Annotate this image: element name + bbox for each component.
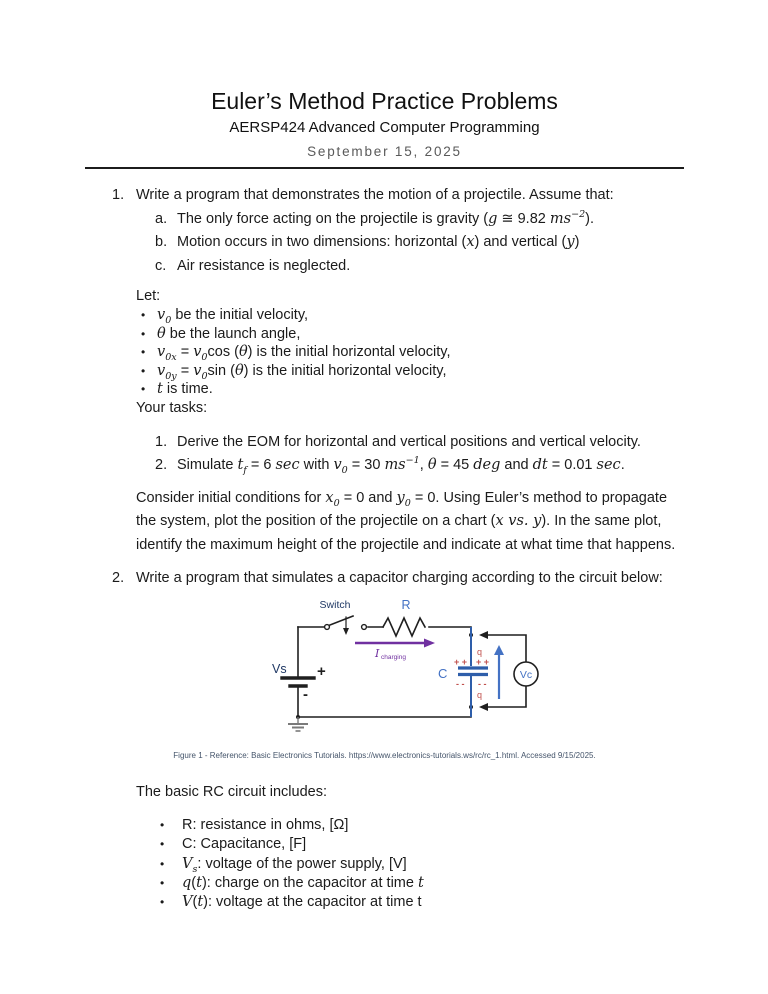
rc-item: • C: Capacitance, [F]: [85, 835, 684, 854]
let-item: • t is time.: [85, 380, 684, 399]
tasks-list: 1. Derive the EOM for horizontal and ver…: [85, 431, 684, 478]
current-label: I: [374, 647, 380, 660]
bullet-glyph: •: [160, 875, 165, 890]
task-1: 1. Derive the EOM for horizontal and ver…: [85, 431, 684, 455]
rc-components-list: • R: resistance in ohms, [Ω] • C: Capaci…: [85, 816, 684, 912]
let-item-text: θ be the launch angle,: [157, 325, 301, 342]
current-sub-label: charging: [381, 654, 406, 661]
assumption-b: b. Motion occurs in two dimensions: hori…: [85, 231, 684, 255]
list-letter: b.: [155, 234, 168, 251]
charge-bottom-label: q: [477, 690, 482, 700]
list-number: 1.: [112, 187, 125, 204]
doc-date: September 15, 2025: [307, 144, 462, 160]
tasks-label: Your tasks:: [136, 400, 208, 416]
rc-item: • Vs: voltage of the power supply, [V]: [85, 855, 684, 874]
let-label: Let:: [136, 288, 161, 305]
resistor-label: R: [401, 598, 410, 612]
doc-title: Euler’s Method Practice Problems: [211, 88, 558, 114]
bullet-glyph: •: [141, 345, 146, 360]
rc-item-text: Vs: voltage of the power supply, [V]: [182, 855, 407, 875]
circuit-wires: [280, 614, 539, 718]
document-page: Euler’s Method Practice Problems AERSP42…: [85, 88, 684, 912]
plate-charge-minus-left: - -: [456, 679, 465, 689]
assumption-b-text: Motion occurs in two dimensions: horizon…: [177, 234, 580, 251]
bullet-glyph: •: [160, 818, 165, 833]
let-section: Let: • v0 be the initial velocity, • θ b…: [85, 287, 684, 417]
let-item-text: v0 be the initial velocity,: [157, 307, 309, 326]
assumption-c-text: Air resistance is neglected.: [177, 257, 351, 274]
plate-charge-plus-right: + +: [476, 657, 489, 667]
problem-1-intro-text: Write a program that demonstrates the mo…: [136, 187, 614, 204]
list-number: 1.: [155, 433, 168, 450]
list-number: 2.: [112, 570, 125, 587]
rc-item-text: V(t): voltage at the capacitor at time t: [182, 893, 422, 910]
problem-1-intro: 1. Write a program that demonstrates the…: [85, 184, 684, 208]
bullet-glyph: •: [141, 326, 146, 341]
battery-plus-sign: +: [317, 663, 326, 680]
task-2-text: Simulate tf = 6 sec with v0 = 30 ms−1, θ…: [177, 455, 625, 476]
rc-item-text: R: resistance in ohms, [Ω]: [182, 817, 349, 834]
rc-includes-label: The basic RC circuit includes:: [136, 783, 327, 800]
bullet-glyph: •: [160, 837, 165, 852]
voltmeter-label: Vc: [520, 669, 532, 681]
bullet-glyph: •: [160, 856, 165, 871]
source-label: Vs: [272, 662, 287, 676]
voltage-arrow-icon: [494, 644, 504, 699]
figure-caption: Figure 1 - Reference: Basic Electronics …: [173, 750, 596, 760]
problem-2-intro: 2. Write a program that simulates a capa…: [85, 567, 684, 591]
bullet-glyph: •: [141, 308, 146, 323]
assumption-a: a. The only force acting on the projecti…: [85, 208, 684, 232]
rc-item-text: q(t): charge on the capacitor at time t: [182, 874, 424, 891]
charging-current-arrow-icon: [355, 638, 435, 648]
let-item-text: t is time.: [157, 381, 213, 398]
let-item: • v0x = v0cos (θ) is the initial horizon…: [85, 343, 684, 362]
task-2: 2. Simulate tf = 6 sec with v0 = 30 ms−1…: [85, 454, 684, 478]
problem-2-intro-text: Write a program that simulates a capacit…: [136, 570, 663, 587]
rc-circuit-diagram: Switch R I charging Vs + - C + + + + - -…: [272, 598, 539, 732]
assumption-c: c. Air resistance is neglected.: [85, 255, 684, 279]
rc-circuit-figure: Switch R I charging Vs + - C + + + + - -…: [173, 595, 684, 760]
let-item-text: v0y = v0sin (θ) is the initial horizonta…: [157, 362, 447, 382]
bullet-glyph: •: [141, 382, 146, 397]
plate-charge-plus-left: + +: [454, 657, 467, 667]
rc-item: • q(t): charge on the capacitor at time …: [85, 874, 684, 893]
switch-label: Switch: [320, 599, 351, 611]
bullet-glyph: •: [160, 894, 165, 909]
rc-item: • R: resistance in ohms, [Ω]: [85, 816, 684, 835]
battery-minus-sign: -: [303, 686, 308, 703]
let-item: • v0 be the initial velocity,: [85, 306, 684, 325]
assumption-a-text: The only force acting on the projectile …: [177, 209, 595, 227]
let-item: • θ be the launch angle,: [85, 325, 684, 344]
plate-charge-minus-right: - -: [478, 679, 487, 689]
capacitor-icon: [458, 626, 488, 717]
task-1-text: Derive the EOM for horizontal and vertic…: [177, 433, 641, 450]
capacitor-label: C: [438, 666, 447, 681]
rc-item-text: C: Capacitance, [F]: [182, 836, 307, 853]
list-letter: a.: [155, 210, 168, 227]
problem-1: 1. Write a program that demonstrates the…: [85, 184, 684, 557]
problem-1-closing: Consider initial conditions for x0 = 0 a…: [136, 489, 676, 553]
problem-2: 2. Write a program that simulates a capa…: [85, 567, 684, 912]
ground-icon: [288, 716, 308, 732]
bullet-glyph: •: [141, 363, 146, 378]
let-item-text: v0x = v0cos (θ) is the initial horizonta…: [157, 344, 451, 364]
doc-subtitle: AERSP424 Advanced Computer Programming: [229, 119, 540, 137]
let-item: • v0y = v0sin (θ) is the initial horizon…: [85, 362, 684, 381]
rc-item: • V(t): voltage at the capacitor at time…: [85, 893, 684, 912]
doc-header: Euler’s Method Practice Problems AERSP42…: [85, 88, 684, 170]
list-letter: c.: [155, 257, 167, 274]
list-number: 2.: [155, 457, 168, 474]
charge-top-label: q: [477, 647, 482, 657]
